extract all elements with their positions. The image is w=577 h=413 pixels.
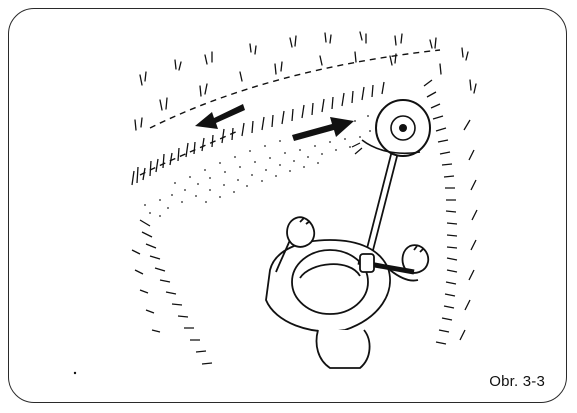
stray-mark (74, 372, 76, 374)
grass-wall-right (424, 80, 477, 344)
figure-caption: Obr. 3-3 (489, 373, 545, 390)
person-with-trimmer-icon (266, 217, 428, 368)
grass-wall-left (132, 220, 212, 364)
arrow-left-icon (195, 104, 245, 129)
